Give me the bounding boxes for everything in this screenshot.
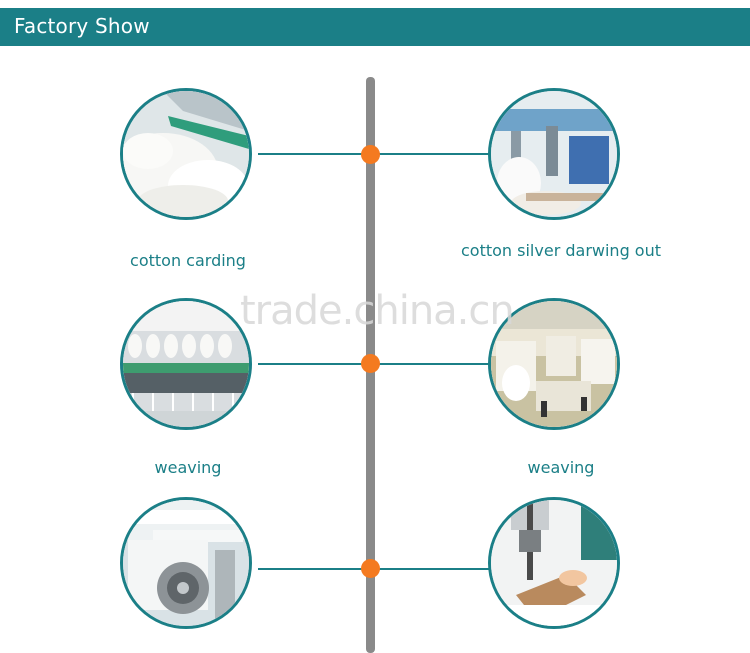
step-caption: cotton silver darwing out bbox=[461, 241, 662, 260]
timeline-node bbox=[361, 354, 380, 373]
photo-weaving-looms bbox=[488, 298, 620, 430]
cotton-fibers-image bbox=[123, 91, 249, 217]
step-caption: weaving bbox=[154, 458, 222, 477]
photo-fabric-roll bbox=[120, 497, 252, 629]
connector-line bbox=[373, 363, 490, 365]
timeline-node bbox=[361, 145, 380, 164]
connector-line bbox=[258, 363, 368, 365]
section-title: Factory Show bbox=[14, 14, 150, 38]
timeline-node bbox=[361, 559, 380, 578]
photo-band-saw bbox=[488, 497, 620, 629]
step-caption: weaving bbox=[527, 458, 595, 477]
photo-spinning-frame bbox=[120, 298, 252, 430]
step-caption: cotton carding bbox=[130, 251, 246, 270]
photo-cotton-carding bbox=[120, 88, 252, 220]
connector-line bbox=[258, 153, 368, 155]
watermark-text: trade.china.cn bbox=[240, 288, 515, 334]
weaving-looms-image bbox=[491, 301, 617, 427]
band-saw-image bbox=[491, 500, 617, 626]
photo-cotton-silver bbox=[488, 88, 620, 220]
drawing-frame-image bbox=[491, 91, 617, 217]
connector-line bbox=[258, 568, 368, 570]
fabric-roll-image bbox=[123, 500, 249, 626]
section-header: Factory Show bbox=[0, 8, 750, 46]
connector-line bbox=[373, 153, 490, 155]
spinning-frame-image bbox=[123, 301, 249, 427]
connector-line bbox=[373, 568, 490, 570]
